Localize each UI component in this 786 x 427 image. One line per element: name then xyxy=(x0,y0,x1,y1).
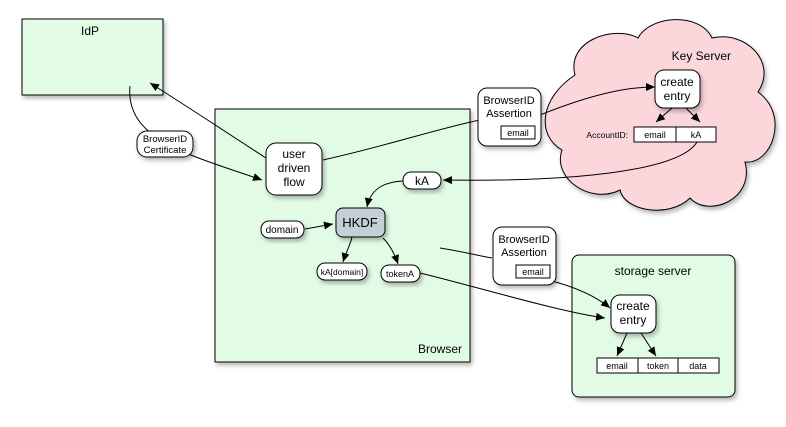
arrow-tokena-to-storage xyxy=(419,272,606,321)
assertion-top-email-field: email xyxy=(507,128,529,138)
ka-pill: kA xyxy=(402,171,442,190)
svg-text:driven: driven xyxy=(278,161,311,175)
domain-pill: domain xyxy=(260,220,305,239)
arrow-keyserver-to-ka xyxy=(442,141,698,185)
arrow-entry-to-ka xyxy=(685,107,701,123)
arrow-storage-to-email xyxy=(616,332,628,357)
svg-text:entry: entry xyxy=(664,89,691,103)
storage-data-field: data xyxy=(689,361,707,371)
svg-text:Certificate: Certificate xyxy=(144,145,187,156)
svg-text:HKDF: HKDF xyxy=(342,215,377,230)
arrow-hkdf-to-kadomain xyxy=(341,236,353,263)
keyserver-account-record: AccountID: email kA xyxy=(586,126,717,143)
keyserver-create-entry: create entry xyxy=(654,69,701,109)
assertion-bottom-email-field: email xyxy=(522,267,544,277)
key-server-cloud: Key Server xyxy=(544,19,776,211)
line-browser-to-assertion xyxy=(439,247,493,259)
arrow-assertion-to-storage xyxy=(547,279,611,309)
storage-token-field: token xyxy=(647,361,669,371)
browserid-certificate: BrowserID Certificate xyxy=(136,130,194,158)
tokena-pill: tokenA xyxy=(380,264,421,283)
storage-server-label: storage server xyxy=(615,264,692,278)
svg-text:user: user xyxy=(282,147,305,161)
ka-domain-pill: kA[domain] xyxy=(316,262,368,281)
svg-text:kA: kA xyxy=(415,174,429,188)
storage-record: email token data xyxy=(596,357,720,374)
storage-create-entry: create entry xyxy=(610,294,657,334)
svg-text:kA[domain]: kA[domain] xyxy=(321,267,364,277)
browser-label: Browser xyxy=(418,342,462,356)
svg-text:create: create xyxy=(616,299,650,313)
svg-text:domain: domain xyxy=(266,225,299,236)
arrow-assertion-to-keyserver xyxy=(539,83,656,116)
arrow-flow-to-idp xyxy=(149,82,267,159)
account-email-field: email xyxy=(644,130,666,140)
arrow-entry-to-email xyxy=(655,107,673,123)
svg-text:BrowserID: BrowserID xyxy=(483,95,534,107)
svg-text:create: create xyxy=(660,75,694,89)
svg-text:BrowserID: BrowserID xyxy=(143,134,187,145)
arrow-ka-to-hkdf xyxy=(364,180,404,208)
key-server-label: Key Server xyxy=(672,49,731,63)
line-flow-to-assertion xyxy=(322,119,481,161)
arrow-hkdf-to-tokena xyxy=(382,237,399,265)
storage-email-field: email xyxy=(606,361,628,371)
account-id-label: AccountID: xyxy=(586,130,628,140)
browserid-assertion-top: BrowserID Assertion email xyxy=(477,87,542,147)
user-driven-flow: user driven flow xyxy=(265,142,323,196)
arrow-storage-to-token xyxy=(640,332,657,357)
arrow-domain-to-hkdf xyxy=(304,221,334,230)
idp-label: IdP xyxy=(81,24,99,38)
idp-panel: IdP xyxy=(21,18,164,96)
hkdf-box: HKDF xyxy=(335,207,386,238)
svg-text:Assertion: Assertion xyxy=(486,108,532,120)
svg-text:tokenA: tokenA xyxy=(386,269,414,279)
svg-text:entry: entry xyxy=(620,313,647,327)
browserid-assertion-bottom: BrowserID Assertion email xyxy=(492,226,557,286)
svg-text:flow: flow xyxy=(283,175,305,189)
svg-text:BrowserID: BrowserID xyxy=(498,234,549,246)
svg-text:Assertion: Assertion xyxy=(501,247,547,259)
account-ka-field: kA xyxy=(691,130,702,140)
